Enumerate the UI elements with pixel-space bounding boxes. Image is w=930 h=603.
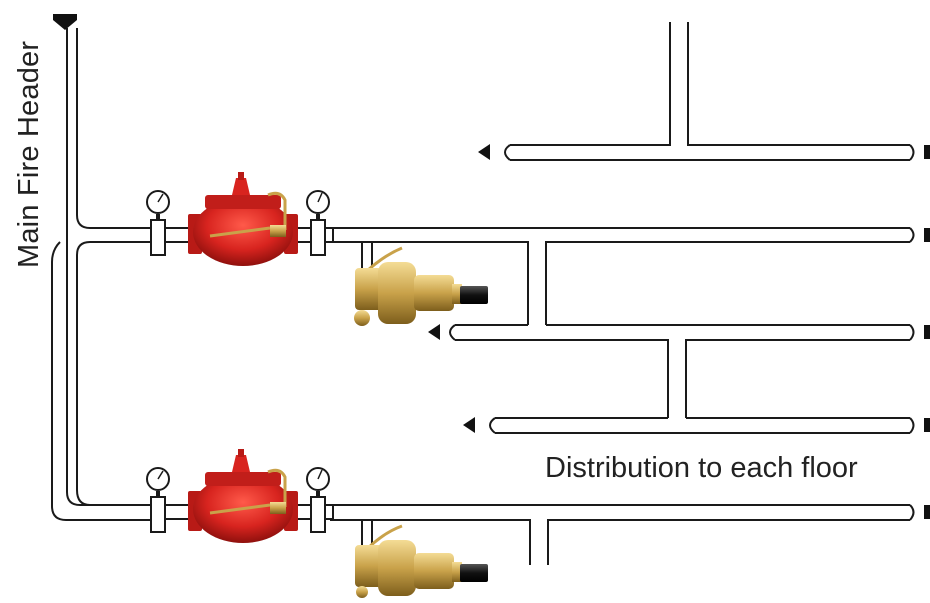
- pressure-gauge-icon: [306, 467, 330, 533]
- control-valve-icon: [188, 172, 298, 266]
- control-valve-icon: [188, 449, 298, 543]
- down-arrow-icon: [53, 14, 77, 30]
- main-header-pipe: [66, 28, 157, 506]
- pressure-gauge-icon: [146, 467, 170, 533]
- upper-valve-assembly: [146, 172, 488, 326]
- floor-pipe-top: [510, 22, 671, 146]
- pressure-gauge-icon: [146, 190, 170, 256]
- pilot-valve-icon: [354, 242, 488, 326]
- distribution-label: Distribution to each floor: [545, 452, 858, 484]
- pipe-end-markers: [924, 145, 930, 519]
- lower-valve-assembly: [146, 449, 488, 598]
- flow-arrow-icon: [428, 144, 490, 433]
- pressure-gauge-icon: [306, 190, 330, 256]
- main-fire-header-label: Main Fire Header: [13, 40, 45, 268]
- pilot-valve-icon: [355, 520, 488, 598]
